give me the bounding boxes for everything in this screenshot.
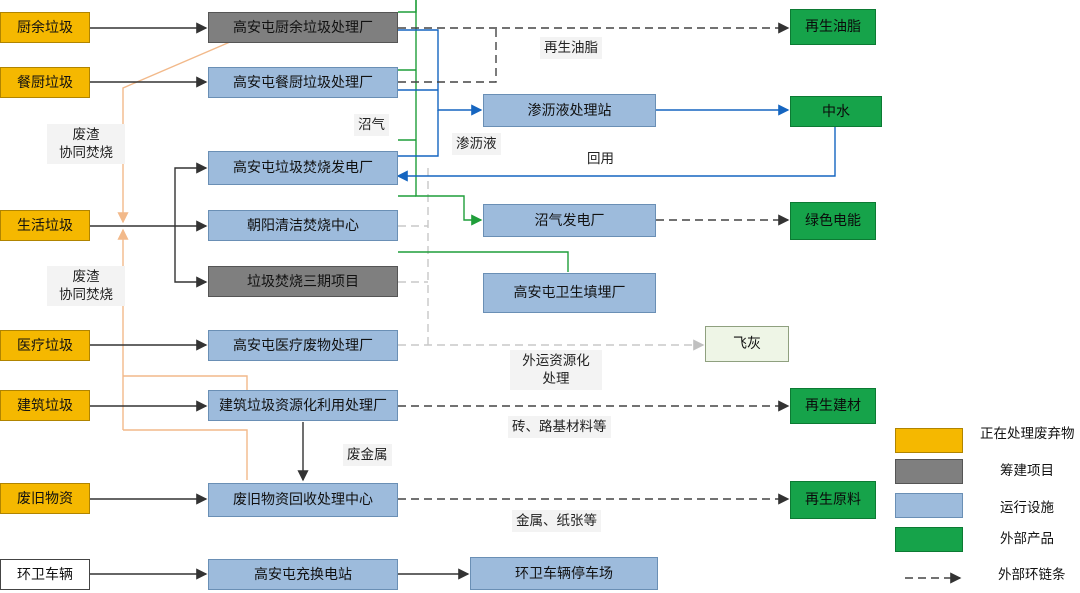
node-construction-waste: 建筑垃圾 bbox=[0, 390, 90, 421]
biogas-lines bbox=[398, 0, 569, 272]
node-medical-plant: 高安屯医疗废物处理厂 bbox=[208, 330, 398, 361]
legend-swatch-product bbox=[895, 527, 963, 552]
legend-text-running: 运行设施 bbox=[1000, 500, 1054, 516]
node-restaurant-waste: 餐厨垃圾 bbox=[0, 67, 90, 98]
node-restaurant-plant: 高安屯餐厨垃圾处理厂 bbox=[208, 67, 398, 98]
node-landfill: 高安屯卫生填埋厂 bbox=[483, 273, 656, 313]
node-biogas-plant: 沼气发电厂 bbox=[483, 204, 656, 237]
residue-lines bbox=[117, 41, 248, 480]
legend-text-external: 外部环链条 bbox=[998, 567, 1066, 583]
node-vehicle-parking: 环卫车辆停车场 bbox=[470, 557, 658, 590]
node-kitchen-plant: 高安屯厨余垃圾处理厂 bbox=[208, 12, 398, 43]
label-metal-paper: 金属、纸张等 bbox=[512, 510, 601, 532]
node-used-materials: 废旧物资 bbox=[0, 483, 90, 514]
node-recycled-raw: 再生原料 bbox=[790, 481, 876, 519]
legend-swatch-waste bbox=[895, 428, 963, 453]
label-recycled-oil: 再生油脂 bbox=[540, 37, 602, 59]
legend-text-planned: 筹建项目 bbox=[1000, 463, 1054, 479]
legend-text-product: 外部产品 bbox=[1000, 531, 1054, 547]
node-green-power: 绿色电能 bbox=[790, 202, 876, 240]
node-kitchen-waste: 厨余垃圾 bbox=[0, 12, 90, 43]
label-bricks: 砖、路基材料等 bbox=[508, 416, 611, 438]
legend-swatch-planned bbox=[895, 459, 963, 484]
label-return-use: 回用 bbox=[587, 151, 614, 167]
label-biogas: 沼气 bbox=[354, 114, 389, 136]
label-external: 外运资源化 处理 bbox=[510, 350, 602, 390]
node-recycling-center: 废旧物资回收处理中心 bbox=[208, 483, 398, 517]
node-reclaimed-water: 中水 bbox=[790, 96, 882, 127]
node-charging-station: 高安屯充换电站 bbox=[208, 559, 398, 590]
leachate-lines bbox=[396, 29, 836, 182]
node-phase3-project: 垃圾焚烧三期项目 bbox=[208, 266, 398, 297]
node-fly-ash: 飞灰 bbox=[705, 326, 789, 362]
label-scrap-metal: 废金属 bbox=[343, 444, 392, 466]
node-sanitation-vehicles: 环卫车辆 bbox=[0, 559, 90, 590]
node-construction-plant: 建筑垃圾资源化利用处理厂 bbox=[208, 390, 398, 421]
node-recycled-building: 再生建材 bbox=[790, 388, 876, 424]
legend-swatch-running bbox=[895, 493, 963, 518]
label-residue-2: 废渣 协同焚烧 bbox=[47, 266, 125, 306]
label-residue-1: 废渣 协同焚烧 bbox=[47, 124, 125, 164]
node-incineration-plant: 高安屯垃圾焚烧发电厂 bbox=[208, 151, 398, 185]
node-leachate-station: 渗沥液处理站 bbox=[483, 94, 656, 127]
node-recycled-oil: 再生油脂 bbox=[790, 9, 876, 45]
node-chaoyang-center: 朝阳清洁焚烧中心 bbox=[208, 210, 398, 241]
label-leachate: 渗沥液 bbox=[452, 133, 501, 155]
external-gray-lines bbox=[398, 168, 705, 351]
legend-text-waste: 正在处理废弃物 bbox=[980, 426, 1075, 442]
node-medical-waste: 医疗垃圾 bbox=[0, 330, 90, 361]
external-product-lines bbox=[398, 22, 962, 584]
input-lines bbox=[90, 22, 470, 580]
node-domestic-waste: 生活垃圾 bbox=[0, 210, 90, 241]
